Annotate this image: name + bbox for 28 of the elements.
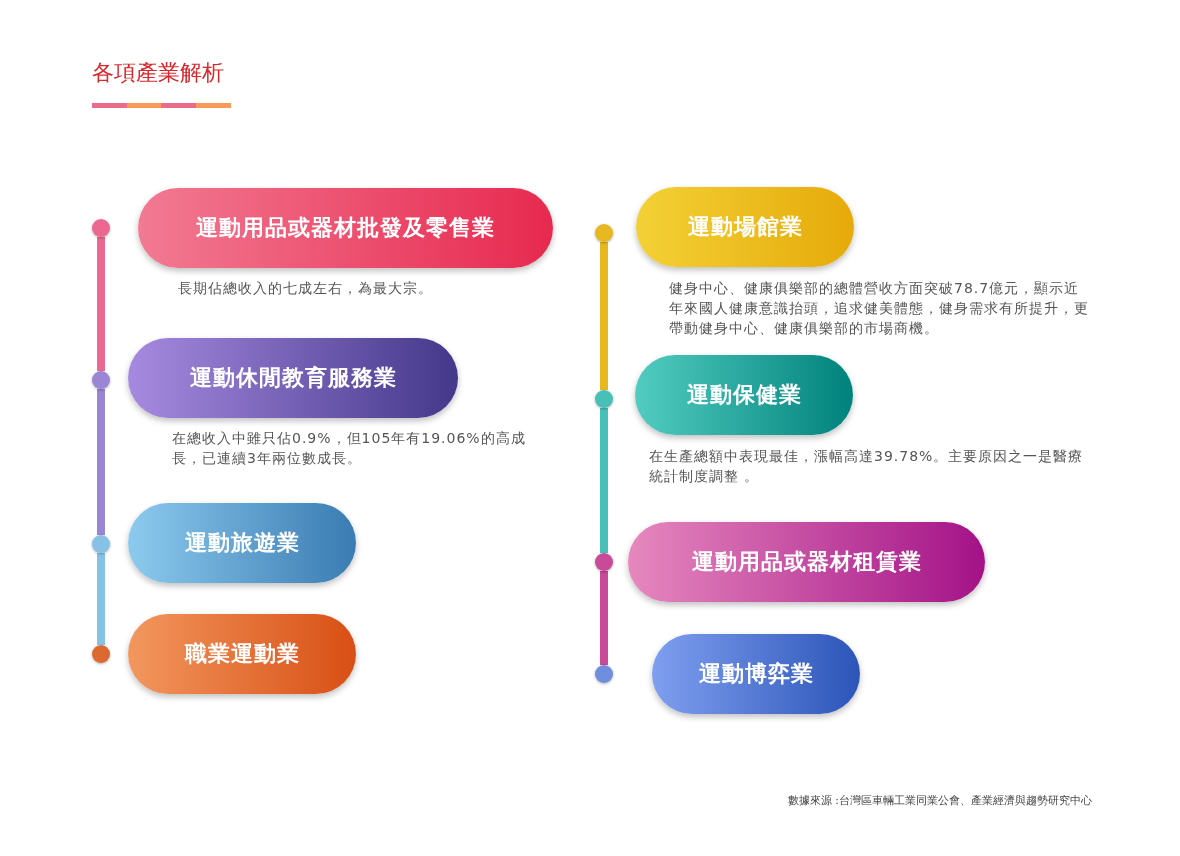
timeline-dot	[92, 371, 110, 389]
title: 各項產業解析	[92, 59, 224, 87]
timeline-line	[600, 242, 608, 390]
description: 健身中心、健康俱樂部的總體營收方面突破78.7億元，顯示近年來國人健康意識抬頭，追求健美體態，健身需求有所提升，更帶動健身中心、健康俱樂部的市場商機。	[669, 279, 1090, 338]
timeline-line	[600, 408, 608, 553]
category-pill: 運動旅遊業	[128, 503, 356, 583]
category-pill: 運動保健業	[635, 355, 853, 435]
category-pill: 運動用品或器材批發及零售業	[138, 188, 553, 268]
timeline-line	[97, 237, 105, 371]
timeline-dot	[92, 219, 110, 237]
description: 長期佔總收入的七成左右，為最大宗。	[178, 279, 434, 298]
description: 在生產總額中表現最佳，漲幅高達39.78%。主要原因之一是醫療統計制度調整 。	[649, 447, 1085, 486]
category-pill: 運動博弈業	[652, 634, 860, 714]
timeline-dot	[92, 645, 110, 663]
timeline-dot	[595, 665, 613, 683]
timeline-dot	[595, 224, 613, 242]
timeline-line	[600, 571, 608, 665]
timeline-line	[97, 553, 105, 645]
category-pill: 職業運動業	[128, 614, 356, 694]
timeline-dot	[595, 390, 613, 408]
category-pill: 運動場館業	[636, 187, 854, 267]
source-note: 數據來源 :台灣區車輛工業同業公會、產業經濟與趨勢研究中心	[787, 793, 1092, 808]
description: 在總收入中雖只佔0.9%，但105年有19.06%的高成長，已連續3年兩位數成長。	[172, 429, 527, 468]
timeline-dot	[595, 553, 613, 571]
category-pill: 運動用品或器材租賃業	[628, 522, 985, 602]
timeline-dot	[92, 535, 110, 553]
timeline-line	[97, 389, 105, 535]
category-pill: 運動休閒教育服務業	[128, 338, 458, 418]
